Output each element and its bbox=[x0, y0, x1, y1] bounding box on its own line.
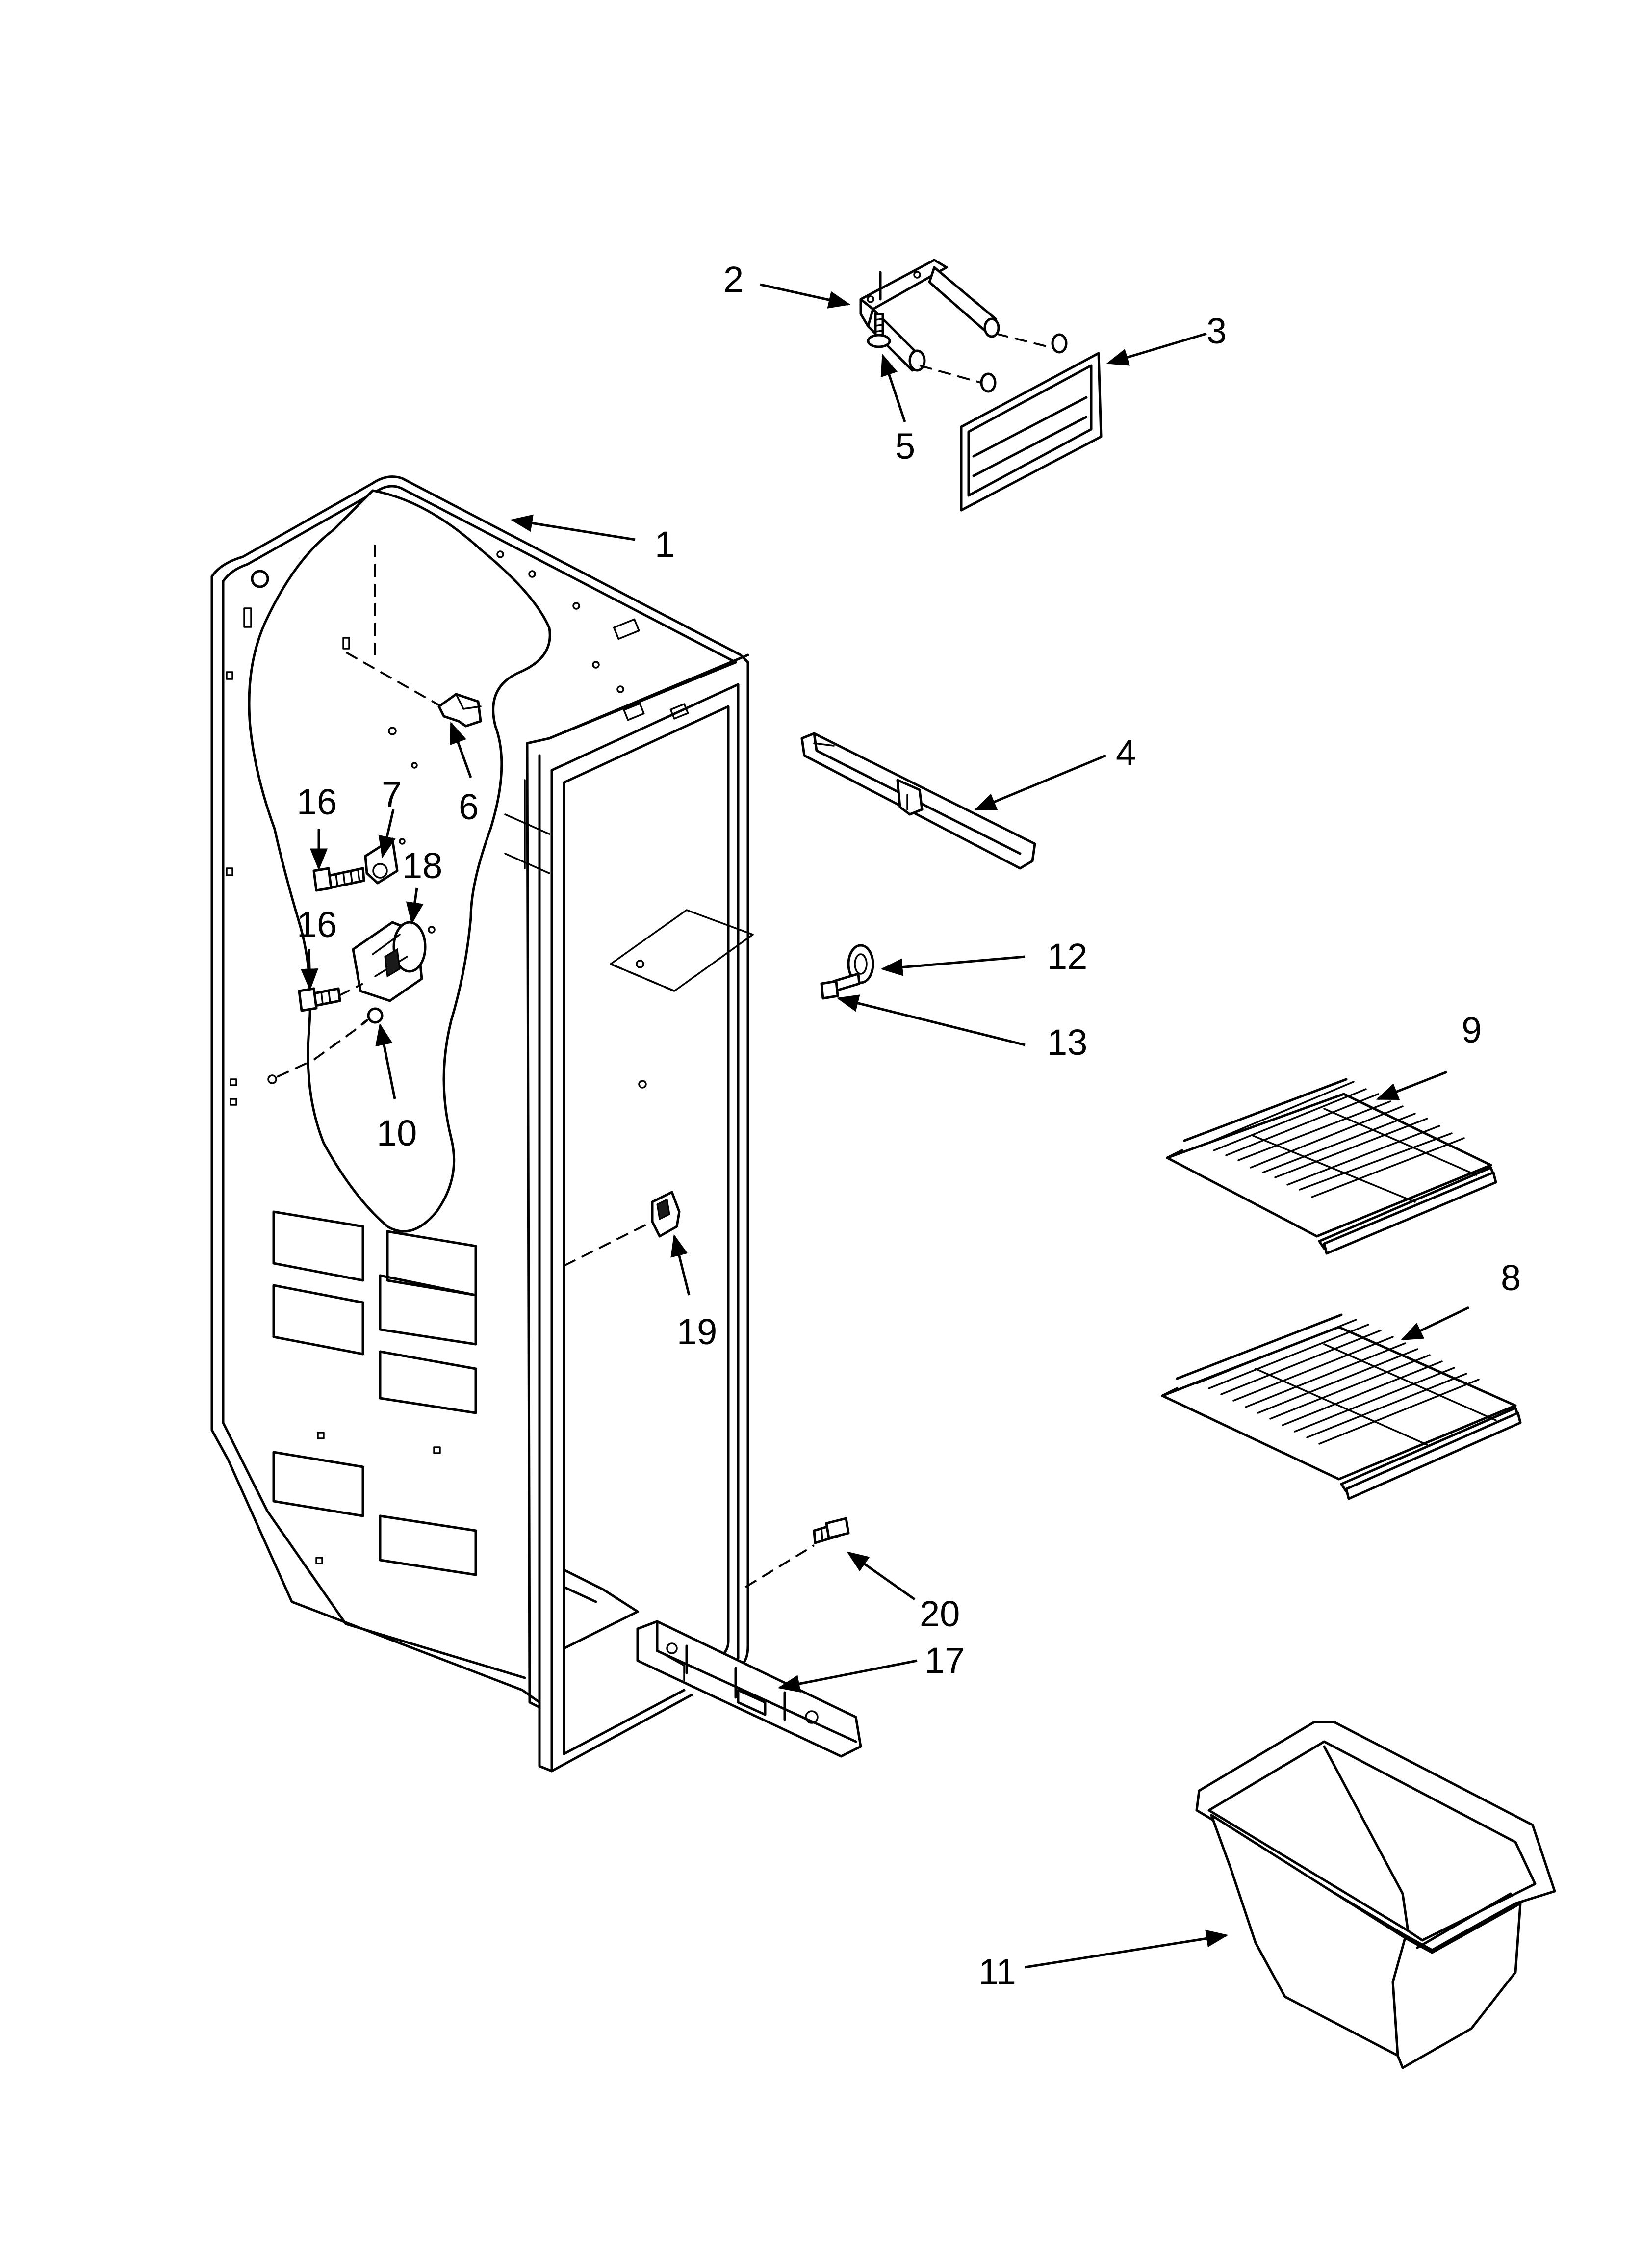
part-20-screw bbox=[744, 1517, 850, 1588]
callout-19: 19 bbox=[677, 1311, 717, 1352]
callout-labels: 1 2 3 4 5 6 7 8 9 10 11 12 13 16 16 17 1… bbox=[297, 259, 1521, 1992]
callout-17: 17 bbox=[924, 1640, 965, 1681]
callout-6: 6 bbox=[459, 786, 479, 827]
part-6-clip bbox=[437, 693, 482, 728]
part-16-screw-lower bbox=[298, 987, 341, 1012]
callout-16-upper: 16 bbox=[297, 782, 337, 822]
part-4-rail bbox=[800, 732, 1036, 870]
part-19-switch bbox=[564, 1191, 681, 1267]
callout-2: 2 bbox=[723, 259, 744, 300]
callout-4: 4 bbox=[1116, 732, 1136, 773]
part-8-shelf bbox=[1161, 1313, 1522, 1500]
callout-8: 8 bbox=[1501, 1257, 1521, 1298]
callout-11: 11 bbox=[978, 1952, 1016, 1992]
part-10-screw bbox=[313, 1007, 384, 1061]
callout-1: 1 bbox=[655, 524, 675, 565]
callout-13: 13 bbox=[1047, 1022, 1087, 1063]
callout-18: 18 bbox=[402, 845, 442, 886]
callout-3: 3 bbox=[1206, 311, 1227, 351]
part-5-screw bbox=[867, 313, 891, 348]
callout-7: 7 bbox=[382, 774, 402, 815]
callout-10: 10 bbox=[377, 1113, 417, 1153]
part-12-13-fastener bbox=[610, 909, 874, 1089]
callout-16-lower: 16 bbox=[297, 904, 337, 945]
part-11-bin bbox=[1195, 1721, 1556, 2069]
part-17-rail bbox=[636, 1620, 862, 1758]
side-panels bbox=[272, 1210, 477, 1576]
callout-20: 20 bbox=[920, 1593, 960, 1634]
callout-9: 9 bbox=[1462, 1010, 1482, 1050]
part-9-shelf bbox=[1166, 1078, 1497, 1255]
part-18-housing bbox=[338, 921, 436, 1002]
part-3-cover bbox=[960, 333, 1103, 512]
part-16-screw-upper bbox=[312, 867, 365, 892]
callout-12: 12 bbox=[1047, 936, 1087, 977]
callout-5: 5 bbox=[895, 426, 915, 467]
leader-lines bbox=[300, 283, 1470, 1969]
freezer-liner bbox=[210, 475, 749, 1773]
